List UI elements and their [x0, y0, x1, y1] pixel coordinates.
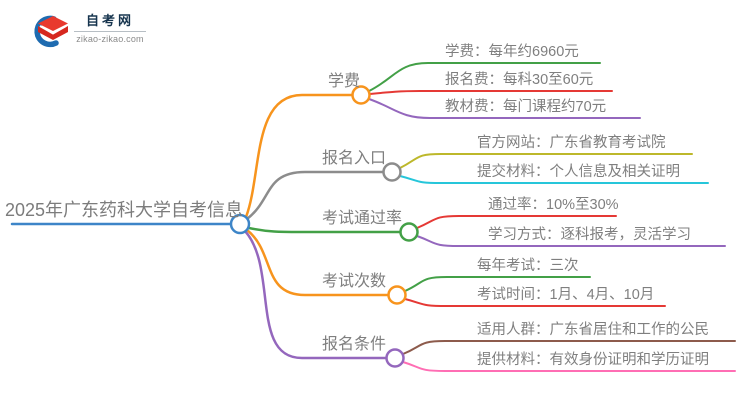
edge-pass-rate	[247, 226, 402, 234]
edge-study-method	[416, 235, 726, 247]
edge-exam-dates	[404, 298, 666, 307]
logo-cap-smile	[39, 25, 67, 35]
edge-registration-entrance	[245, 170, 385, 221]
edge-required-documents	[402, 361, 736, 372]
node-circle-exam-frequency	[387, 285, 407, 305]
leaf-official-website: 官方网站：广东省教育考试院	[477, 135, 666, 151]
edge-submit-materials	[399, 175, 709, 184]
logo-cap-body	[38, 26, 68, 40]
leaf-submit-materials: 提交材料：个人信息及相关证明	[477, 164, 680, 180]
leaf-required-documents: 提供材料：有效身份证明和学历证明	[477, 352, 709, 368]
leaf-exams-per-year: 每年考试：三次	[477, 258, 579, 274]
node-circle-tuition	[351, 85, 371, 105]
logo-text: 自考网 zikao-zikao.com	[74, 13, 146, 44]
edge-official-website	[399, 153, 693, 169]
logo-domain: zikao-zikao.com	[76, 34, 144, 44]
edge-registration-conditions	[243, 229, 388, 360]
leaf-textbook-fee: 教材费：每门课程约70元	[445, 99, 607, 115]
edge-eligible-people	[402, 340, 736, 355]
logo-title: 自考网	[74, 13, 146, 32]
edge-pass-rate-value	[416, 215, 617, 229]
logo: 自考网 zikao-zikao.com	[30, 13, 146, 51]
edge-exams-per-year	[404, 276, 591, 292]
root-title: 2025年广东药科大学自考信息	[5, 200, 244, 220]
leaf-study-method: 学习方式：逐科报考，灵活学习	[488, 227, 691, 243]
branch-exam-frequency: 考试次数	[322, 273, 387, 290]
logo-cap-top	[38, 16, 68, 31]
node-circle-pass-rate	[399, 222, 419, 242]
edge-textbook-fee	[368, 98, 641, 119]
edge-tuition	[244, 93, 354, 219]
edge-tuition-fee	[368, 62, 601, 92]
leaf-exam-dates: 考试时间：1月、4月、10月	[477, 287, 655, 303]
branch-registration-conditions: 报名条件	[322, 336, 387, 353]
branch-tuition: 学费	[328, 73, 361, 90]
graduation-cap-icon	[34, 15, 68, 48]
root-node-circle	[229, 213, 251, 235]
node-circle-registration-entrance	[382, 162, 402, 182]
edge-exam-frequency	[245, 228, 390, 297]
leaf-eligible-people: 适用人群：广东省居住和工作的公民	[477, 322, 709, 338]
leaf-pass-rate-value: 通过率：10%至30%	[488, 197, 619, 213]
edge-registration-fee	[369, 90, 613, 95]
leaf-tuition-fee: 学费：每年约6960元	[445, 44, 579, 60]
branch-pass-rate: 考试通过率	[322, 210, 403, 227]
branch-registration-entrance: 报名入口	[322, 150, 387, 167]
leaf-registration-fee: 报名费：每科30至60元	[445, 72, 594, 88]
node-circle-registration-conditions	[385, 348, 405, 368]
